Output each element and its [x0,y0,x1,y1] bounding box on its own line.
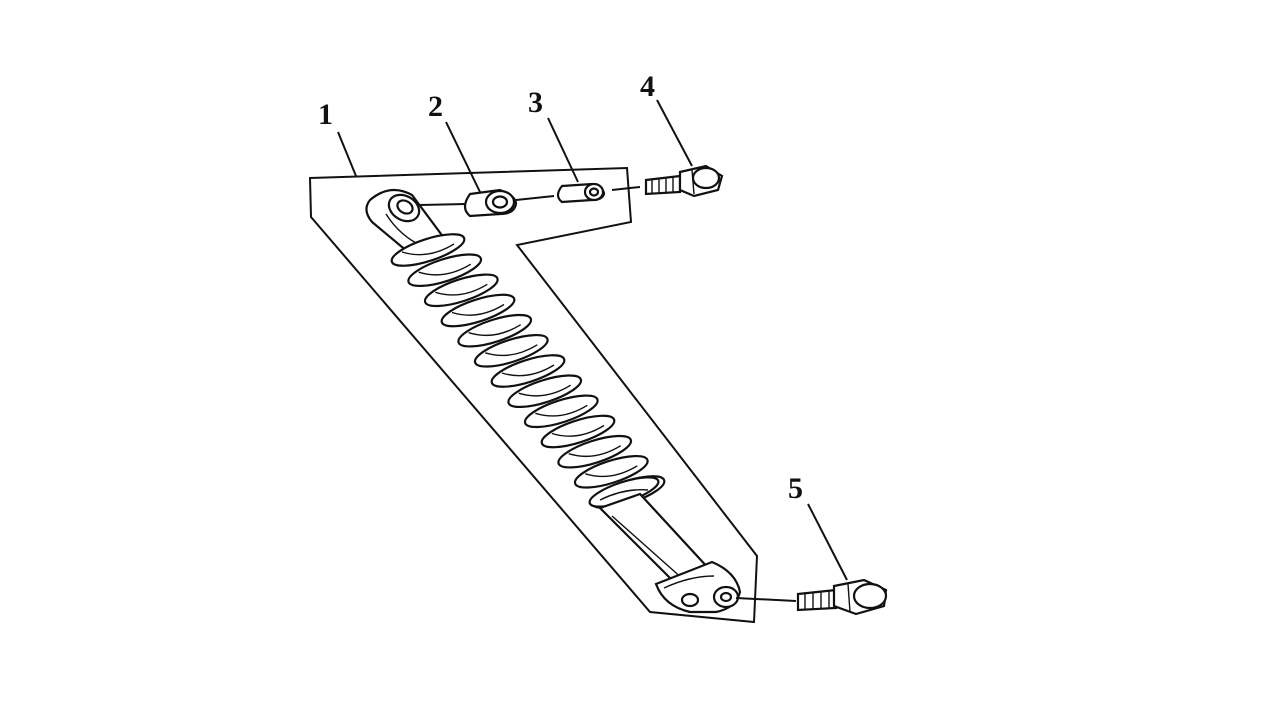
callout-2: 2 [428,90,443,123]
spring-coil-shade [551,424,605,437]
collar-part-3 [556,182,606,204]
bottom-eye-mount [654,560,742,614]
spring-coil-shade [401,243,455,256]
bolt-part-5 [796,578,888,616]
leader-line-1 [337,131,357,177]
spring-coil-shade [518,384,572,397]
spring-coil [440,293,516,328]
spring-coil [390,233,466,267]
bushing-part-2 [463,188,518,218]
spring-coil-shade [485,344,538,357]
shock-absorber [365,188,742,614]
spring-coil [573,454,649,489]
callout-3: 3 [528,86,543,119]
spring-coil-shade [501,364,555,377]
spring-coil-shade [418,263,472,276]
spring-coil-shade [535,404,588,417]
spring-coil [490,354,566,388]
callout-4: 4 [640,70,655,103]
coil-spring [390,233,666,509]
spring-coil [473,333,549,368]
assembly-axis-upper-3 [611,186,641,191]
spring-coil [423,273,499,308]
spring-coil [557,434,633,469]
spring-coil-shade [568,445,622,458]
spring-coil-shade [435,283,488,296]
leader-line-5 [807,503,848,581]
spring-coil [507,374,583,409]
spring-coil [407,253,483,288]
top-eye-mount [365,188,446,254]
assembly-outline [308,166,759,624]
spring-coil [540,414,616,449]
assembly-axis-upper [419,203,467,206]
leader-line-4 [656,99,693,167]
assembly-axis-lower [735,597,797,602]
spring-coil-shade [585,465,638,478]
leader-line-3 [547,117,579,183]
spring-coil [523,394,599,429]
leader-line-2 [445,121,481,193]
callout-1: 1 [318,98,333,131]
assembly-axis-upper-2 [515,195,555,201]
bolt-part-4 [644,164,724,198]
spring-coil [457,313,533,348]
spring-coil-shade [468,324,522,337]
callout-5: 5 [788,472,803,505]
spring-coil-shade [451,303,505,316]
